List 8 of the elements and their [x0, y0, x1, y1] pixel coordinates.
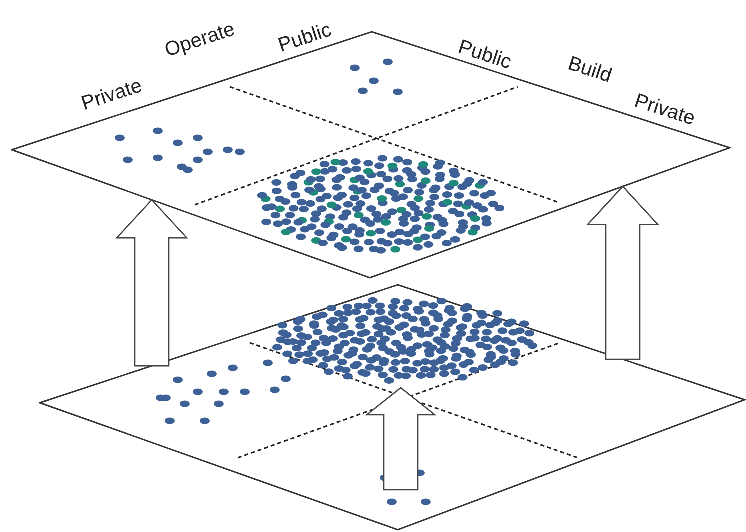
- axis-label: Private: [632, 90, 698, 130]
- axis-label: Private: [79, 76, 145, 114]
- axis-label: Public: [276, 20, 334, 56]
- block-arrow: [116, 199, 188, 367]
- axis-label: Public: [456, 37, 514, 73]
- block-arrow: [586, 186, 660, 360]
- axis-label: Build: [566, 54, 614, 86]
- axis-label: Operate: [162, 19, 238, 61]
